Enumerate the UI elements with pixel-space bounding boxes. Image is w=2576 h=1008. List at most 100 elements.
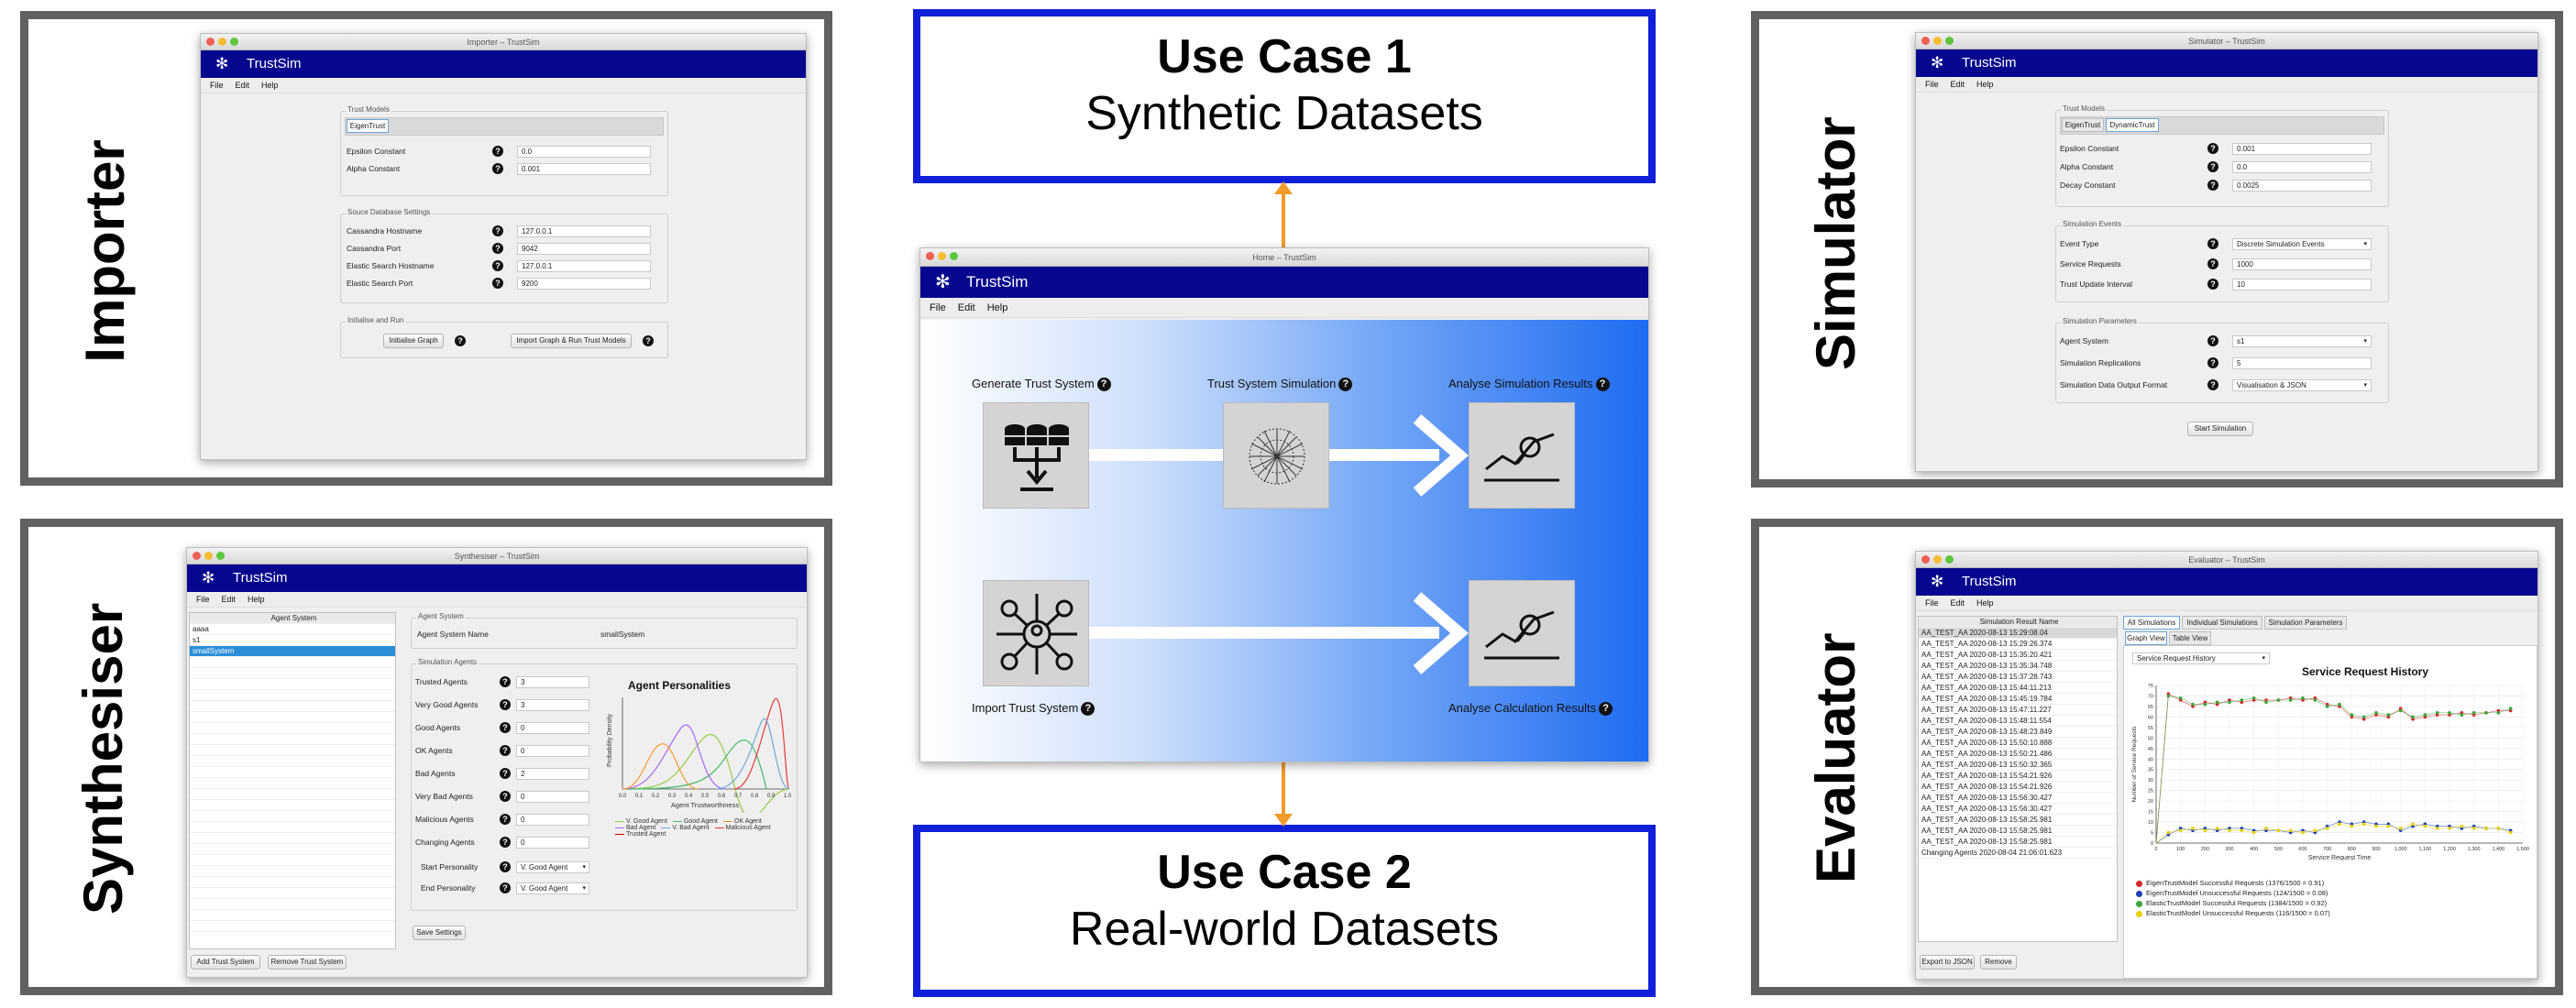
menu-edit[interactable]: Edit xyxy=(957,302,975,313)
remove-trust-system-button[interactable]: Remove Trust System xyxy=(268,955,347,970)
help-icon[interactable]: ? xyxy=(500,814,511,825)
close-icon[interactable] xyxy=(926,252,934,260)
help-icon[interactable]: ? xyxy=(492,243,503,254)
generate-trust-system-button[interactable] xyxy=(983,402,1089,509)
replications-input[interactable]: 5 xyxy=(2232,357,2372,369)
export-json-button[interactable]: Export to JSON xyxy=(1920,955,1975,970)
help-icon[interactable]: ? xyxy=(1599,702,1613,717)
agent-count-input[interactable]: 3 xyxy=(516,676,589,688)
help-icon[interactable]: ? xyxy=(1595,378,1610,392)
list-item[interactable]: AA_TEST_AA 2020-08-13 15:50:10.888 xyxy=(1919,738,2117,749)
list-item[interactable]: AA_TEST_AA 2020-08-13 15:37:28.743 xyxy=(1919,672,2117,683)
maximize-icon[interactable] xyxy=(1945,37,1954,45)
analyse-calculation-results-button[interactable] xyxy=(1469,580,1575,686)
list-item[interactable]: AA_TEST_AA 2020-08-13 15:54:21.926 xyxy=(1919,782,2117,793)
help-icon[interactable]: ? xyxy=(500,699,511,710)
minimize-icon[interactable] xyxy=(938,252,946,260)
service-requests-input[interactable]: 1000 xyxy=(2232,258,2372,270)
cassandra-host-input[interactable]: 127.0.0.1 xyxy=(517,225,651,237)
help-icon[interactable]: ? xyxy=(500,722,511,733)
help-icon[interactable]: ? xyxy=(492,146,503,157)
elastic-host-input[interactable]: 127.0.0.1 xyxy=(517,260,651,272)
chart-type-select[interactable]: Service Request History▾ xyxy=(2132,652,2270,664)
menu-help[interactable]: Help xyxy=(248,595,265,604)
help-icon[interactable]: ? xyxy=(2207,161,2218,172)
list-item[interactable]: AA_TEST_AA 2020-08-13 15:35:34.748 xyxy=(1919,661,2117,672)
help-icon[interactable]: ? xyxy=(455,335,466,346)
list-item[interactable]: AA_TEST_AA 2020-08-13 15:50:21.486 xyxy=(1919,749,2117,760)
elastic-port-input[interactable]: 9200 xyxy=(517,278,651,290)
list-item[interactable]: aaaa xyxy=(190,624,395,635)
list-item[interactable]: AA_TEST_AA 2020-08-13 15:29:26.374 xyxy=(1919,639,2117,650)
list-item[interactable]: AA_TEST_AA 2020-08-13 15:58:25.981 xyxy=(1919,826,2117,837)
remove-button[interactable]: Remove xyxy=(1980,955,2017,970)
help-icon[interactable]: ? xyxy=(500,791,511,802)
agent-count-input[interactable]: 0 xyxy=(516,722,589,734)
alpha-input[interactable]: 0.001 xyxy=(517,163,651,175)
start-personality-select[interactable]: V. Good Agent▾ xyxy=(516,861,589,873)
agent-count-input[interactable]: 0 xyxy=(516,814,589,826)
list-item[interactable]: AA_TEST_AA 2020-08-13 15:56:30.427 xyxy=(1919,804,2117,815)
import-graph-button[interactable]: Import Graph & Run Trust Models xyxy=(511,334,632,348)
help-icon[interactable]: ? xyxy=(1338,378,1353,392)
help-icon[interactable]: ? xyxy=(500,882,511,893)
help-icon[interactable]: ? xyxy=(643,335,654,346)
menu-file[interactable]: File xyxy=(930,302,946,313)
close-icon[interactable] xyxy=(206,38,215,46)
list-item[interactable]: AA_TEST_AA 2020-08-13 15:45:19.784 xyxy=(1919,694,2117,705)
add-trust-system-button[interactable]: Add Trust System xyxy=(191,955,260,970)
end-personality-select[interactable]: V. Good Agent▾ xyxy=(516,882,589,894)
help-icon[interactable]: ? xyxy=(2207,279,2218,290)
help-icon[interactable]: ? xyxy=(492,225,503,236)
help-icon[interactable]: ? xyxy=(500,861,511,872)
list-item[interactable]: smallSystem xyxy=(190,646,395,657)
agent-count-input[interactable]: 0 xyxy=(516,745,589,757)
start-simulation-button[interactable]: Start Simulation xyxy=(2187,422,2253,436)
minimize-icon[interactable] xyxy=(204,552,213,560)
menu-help[interactable]: Help xyxy=(261,81,279,90)
menu-edit[interactable]: Edit xyxy=(1950,80,1965,89)
help-icon[interactable]: ? xyxy=(2207,357,2218,368)
list-item[interactable]: AA_TEST_AA 2020-08-13 15:48:11.554 xyxy=(1919,716,2117,727)
tab-eigentrust[interactable]: EigenTrust xyxy=(347,119,389,133)
tab-table-view[interactable]: Table View xyxy=(2169,631,2211,645)
list-item[interactable]: AA_TEST_AA 2020-08-13 15:47:11.227 xyxy=(1919,705,2117,716)
help-icon[interactable]: ? xyxy=(1081,702,1095,717)
list-item[interactable]: Changing Agents 2020-08-04 21:06:01.623 xyxy=(1919,848,2117,859)
tab-simulation-parameters[interactable]: Simulation Parameters xyxy=(2264,616,2347,630)
menu-edit[interactable]: Edit xyxy=(235,81,250,90)
agent-count-input[interactable]: 0 xyxy=(516,837,589,849)
tab-individual-simulations[interactable]: Individual Simulations xyxy=(2182,616,2262,630)
list-item[interactable]: AA_TEST_AA 2020-08-13 15:54:21.926 xyxy=(1919,771,2117,782)
initialise-graph-button[interactable]: Initialise Graph xyxy=(383,334,444,348)
maximize-icon[interactable] xyxy=(230,38,238,46)
help-icon[interactable]: ? xyxy=(2207,335,2218,346)
save-settings-button[interactable]: Save Settings xyxy=(413,926,466,940)
agent-count-input[interactable]: 3 xyxy=(516,699,589,711)
decay-input[interactable]: 0.0025 xyxy=(2232,180,2372,192)
event-type-select[interactable]: Discrete Simulation Events▾ xyxy=(2232,238,2372,250)
agent-count-input[interactable]: 2 xyxy=(516,768,589,780)
help-icon[interactable]: ? xyxy=(2207,379,2218,390)
maximize-icon[interactable] xyxy=(950,252,958,260)
list-item[interactable]: AA_TEST_AA 2020-08-13 15:50:32.365 xyxy=(1919,760,2117,771)
list-item[interactable]: AA_TEST_AA 2020-08-13 15:58:25.981 xyxy=(1919,837,2117,848)
menu-edit[interactable]: Edit xyxy=(1950,598,1965,608)
help-icon[interactable]: ? xyxy=(1096,378,1111,392)
list-item[interactable]: AA_TEST_AA 2020-08-13 15:35:20.421 xyxy=(1919,650,2117,661)
epsilon-input[interactable]: 0.0 xyxy=(517,146,651,158)
help-icon[interactable]: ? xyxy=(2207,180,2218,191)
agent-count-input[interactable]: 0 xyxy=(516,791,589,803)
maximize-icon[interactable] xyxy=(216,552,225,560)
minimize-icon[interactable] xyxy=(218,38,226,46)
simulation-results-list[interactable]: Simulation Result Name AA_TEST_AA 2020-0… xyxy=(1918,616,2118,942)
menu-file[interactable]: File xyxy=(196,595,210,604)
close-icon[interactable] xyxy=(1921,37,1930,45)
tab-all-simulations[interactable]: All Simulations xyxy=(2123,616,2180,630)
help-icon[interactable]: ? xyxy=(492,163,503,174)
analyse-simulation-results-button[interactable] xyxy=(1469,402,1575,509)
menu-help[interactable]: Help xyxy=(1976,598,1994,608)
list-item[interactable]: AA_TEST_AA 2020-08-13 15:29:08.04 xyxy=(1919,628,2117,639)
help-icon[interactable]: ? xyxy=(2207,238,2218,249)
maximize-icon[interactable] xyxy=(1945,555,1954,564)
